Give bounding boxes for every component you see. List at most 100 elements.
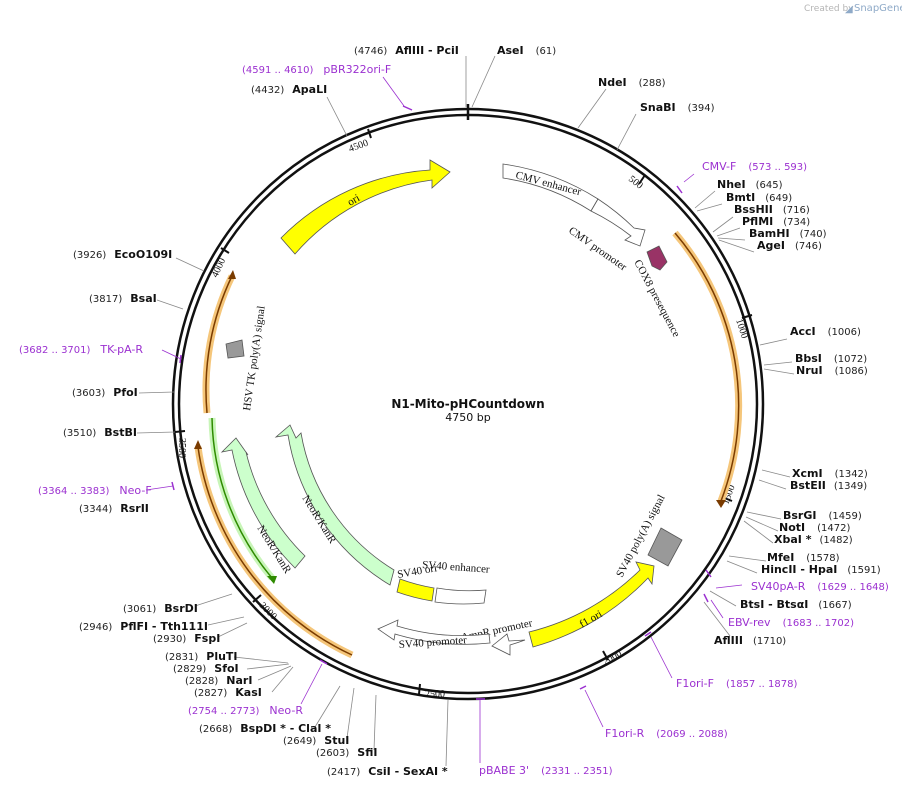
- svg-text:BtsI - BtsαI(1667): BtsI - BtsαI (1667): [740, 598, 852, 611]
- enzyme-pos: (288): [639, 78, 666, 89]
- svg-text:(4591 .. 4610)pBR322ori-F: (4591 .. 4610)pBR322ori-F: [242, 63, 391, 76]
- primer-name: F1ori-F: [676, 677, 714, 690]
- enzyme-name: NarI: [226, 674, 252, 687]
- feature-sv40-promoter[interactable]: SV40 promoter: [377, 619, 491, 651]
- enzyme-name: KasI: [235, 686, 262, 699]
- enzyme-pos: (4432): [251, 85, 284, 96]
- enzyme-name: BamHI: [749, 227, 790, 240]
- enzyme-name: BsrDI: [164, 602, 198, 615]
- svg-text:COX8 presequence: COX8 presequence: [631, 258, 682, 340]
- svg-text:(2649)StuI: (2649) StuI: [283, 734, 349, 747]
- enzyme-pos: (1578): [806, 553, 839, 564]
- svg-text:(3682 .. 3701)TK-pA-R: (3682 .. 3701) TK-pA-R: [19, 343, 143, 356]
- svg-text:(2603)SfiI: (2603)SfiI: [316, 746, 377, 759]
- svg-text:pBABE 3'(2331 .. 2351): pBABE 3'(2331 .. 2351): [479, 764, 613, 777]
- primer-name: Neo-F: [119, 484, 151, 497]
- primer-pos: (1857 .. 1878): [726, 679, 798, 690]
- primer-labels: (4591 .. 4610)pBR322ori-F CMV-F(573 .. 5…: [19, 63, 889, 777]
- svg-text:NruI(1086): NruI(1086): [796, 364, 868, 377]
- enzyme-name: PflMI: [742, 215, 773, 228]
- feature-hsv-tk-polya[interactable]: HSV TK poly(A) signal: [225, 305, 268, 411]
- tick-label: 500: [626, 174, 645, 192]
- svg-text:NotI(1472): NotI (1472): [779, 521, 850, 534]
- credit-brand: SnapGene: [854, 3, 902, 14]
- svg-text:XbaI *(1482): XbaI *(1482): [774, 533, 853, 546]
- svg-text:BamHI(740): BamHI(740): [749, 227, 827, 240]
- svg-text:(2668)BspDI * - ClaI *: (2668)BspDI * - ClaI *: [199, 722, 331, 735]
- enzyme-pos: (1482): [819, 535, 852, 546]
- orf-arc-right: [672, 230, 743, 503]
- primer-name: CMV-F: [702, 160, 736, 173]
- svg-text:SV40 enhancer: SV40 enhancer: [422, 559, 491, 576]
- primer-pos: (2069 .. 2088): [656, 729, 728, 740]
- enzyme-name: StuI: [324, 734, 349, 747]
- svg-text:(3510)BstBI: (3510) BstBI: [63, 426, 137, 439]
- enzyme-pos: (2603): [316, 748, 349, 759]
- primer-pos: (1629 .. 1648): [817, 582, 889, 593]
- feature-sv40-ori[interactable]: SV40 ori: [396, 562, 438, 602]
- enzyme-pos: (1472): [817, 523, 850, 534]
- svg-text:SV40pA-R(1629 .. 1648): SV40pA-R (1629 .. 1648): [751, 580, 889, 593]
- primer-pos: (1683 .. 1702): [783, 618, 855, 629]
- enzyme-name: BspDI * - ClaI *: [240, 722, 331, 735]
- svg-text:ori: ori: [346, 192, 363, 209]
- enzyme-pos: (3510): [63, 428, 96, 439]
- svg-text:(3344)RsrII: (3344)RsrII: [79, 502, 149, 515]
- enzyme-pos: (2829): [173, 664, 206, 675]
- svg-text:AgeI(746): AgeI(746): [757, 239, 822, 252]
- svg-text:F1ori-F(1857 .. 1878): F1ori-F (1857 .. 1878): [676, 677, 797, 690]
- svg-text:(3817)BsaI: (3817)BsaI: [89, 292, 157, 305]
- enzyme-name: RsrII: [120, 502, 149, 515]
- primer-pos: (3682 .. 3701): [19, 345, 91, 356]
- enzyme-pos: (394): [688, 103, 715, 114]
- svg-text:(3364 .. 3383)Neo-F: (3364 .. 3383)Neo-F: [38, 484, 152, 497]
- enzyme-pos: (2649): [283, 736, 316, 747]
- enzyme-name: AflIII: [714, 634, 743, 647]
- svg-text:BmtI(649): BmtI(649): [726, 191, 792, 204]
- neo-orf-arc-core: [211, 417, 273, 579]
- enzyme-pos: (1667): [818, 600, 851, 611]
- primer-name: SV40pA-R: [751, 580, 806, 593]
- svg-text:HincII - HpaI(1591): HincII - HpaI(1591): [761, 563, 881, 576]
- enzyme-name: FspI: [194, 632, 220, 645]
- plasmid-name: N1-Mito-pHCountdown: [391, 397, 544, 411]
- enzyme-name: XcmI: [792, 467, 823, 480]
- svg-text:BssHII(716): BssHII(716): [734, 203, 810, 216]
- orf-arrowhead: [228, 270, 236, 279]
- enzyme-pos: (3061): [123, 604, 156, 615]
- enzyme-name: PflFI - Tth111I: [120, 620, 208, 633]
- enzyme-pos: (1459): [828, 511, 861, 522]
- enzyme-name: CsiI - SexAI *: [368, 765, 448, 778]
- primer-pos: (2754 .. 2773): [188, 706, 260, 717]
- enzyme-name: BtsI - BtsαI: [740, 598, 808, 611]
- enzyme-pos: (2831): [165, 652, 198, 663]
- enzyme-name: NruI: [796, 364, 823, 377]
- enzyme-pos: (2417): [327, 767, 360, 778]
- svg-text:NheI(645): NheI(645): [717, 178, 783, 191]
- feature-cmv-enhancer[interactable]: CMV enhancer: [502, 163, 599, 212]
- enzyme-name: NheI: [717, 178, 746, 191]
- enzyme-pos: (2946): [79, 622, 112, 633]
- enzyme-name: BstEII: [790, 479, 826, 492]
- svg-text:(2831)PluTI: (2831)PluTI: [165, 650, 238, 663]
- feature-cox8-presequence[interactable]: COX8 presequence: [631, 245, 682, 340]
- feature-ori[interactable]: ori: [280, 159, 451, 255]
- svg-text:F1ori-R(2069 .. 2088): F1ori-R(2069 .. 2088): [605, 727, 728, 740]
- svg-text:(3061)BsrDI: (3061) BsrDI: [123, 602, 198, 615]
- enzyme-pos: (716): [783, 205, 810, 216]
- svg-text:BstEII(1349): BstEII(1349): [790, 479, 867, 492]
- enzyme-name: HincII - HpaI: [761, 563, 837, 576]
- enzyme-pos: (1072): [834, 354, 867, 365]
- primer-name: TK-pA-R: [99, 343, 143, 356]
- enzyme-pos: (2828): [185, 676, 218, 687]
- svg-text:CMV enhancer: CMV enhancer: [514, 169, 582, 198]
- enzyme-pos: (4746): [354, 46, 387, 57]
- enzyme-name: BstBI: [104, 426, 137, 439]
- enzyme-name: SfoI: [214, 662, 238, 675]
- svg-text:AseI(61): AseI(61): [497, 44, 556, 57]
- tick-label: 1000: [733, 318, 750, 340]
- feature-sv40-enhancer[interactable]: SV40 enhancer: [422, 559, 491, 605]
- enzyme-name: NotI: [779, 521, 805, 534]
- feature-f1-ori[interactable]: f1 ori: [528, 561, 655, 648]
